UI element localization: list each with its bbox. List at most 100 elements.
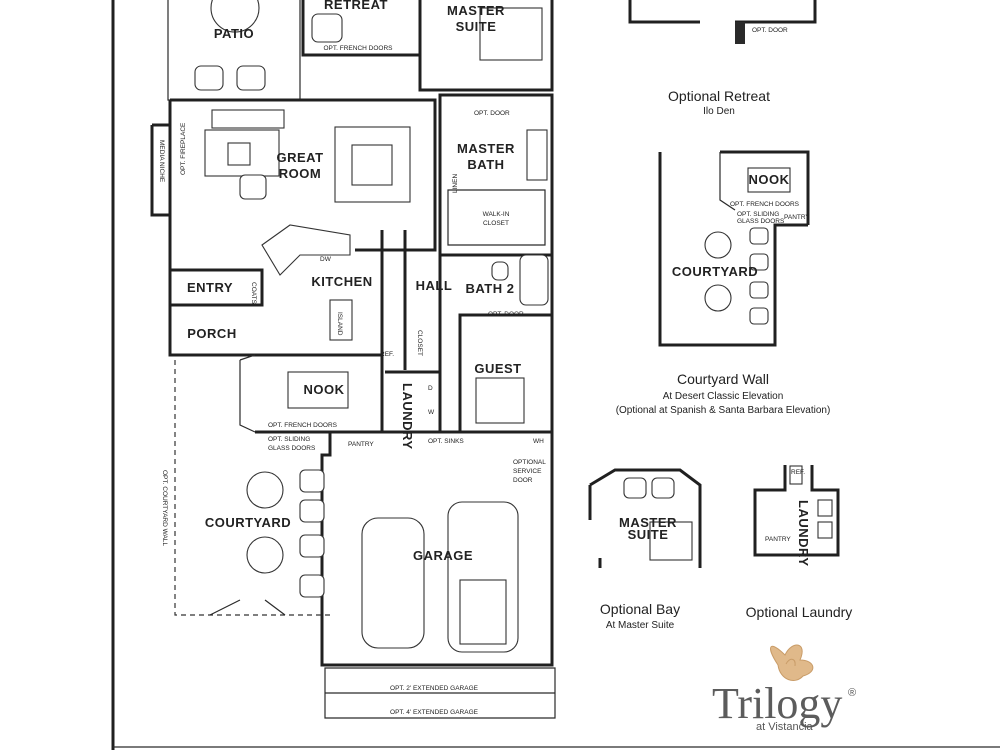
toilet: [491, 261, 509, 281]
note-opt-2-extended: OPT. 2' EXTENDED GARAGE: [390, 685, 479, 692]
courtyard-inset-walls: [658, 152, 808, 347]
courtyard-inset-table: [704, 284, 732, 312]
truck-bed: [459, 579, 507, 645]
nook-bay: [239, 354, 256, 433]
room-labels: PATIO RETREAT MASTER SUITE GREAT ROOM MA…: [187, 0, 521, 563]
bay-inset-chair: [651, 477, 675, 499]
patio-table: [210, 0, 260, 33]
note-wh: WH: [533, 438, 544, 445]
inset-courtyard-sg2: GLASS DOORS: [737, 218, 785, 225]
label-master-bath: MASTER: [457, 141, 515, 156]
courtyard-table: [246, 471, 284, 509]
brand-sub: at Vistancia: [756, 721, 814, 733]
courtyard-wall: [174, 360, 330, 616]
retreat-inset-walls-2: [735, 0, 817, 24]
laundry-inset-dryer: [817, 499, 833, 517]
label-courtyard: COURTYARD: [205, 515, 291, 530]
note-opt-sinks: OPT. SINKS: [428, 438, 464, 445]
courtyard-inset-table: [704, 231, 732, 259]
inset-courtyard-wall: NOOK COURTYARD PANTRY OPT. FRENCH DOORS …: [616, 150, 830, 416]
note-closet-hall: CLOSET: [416, 330, 423, 356]
courtyard-inset-nook-table: [747, 167, 791, 193]
bay-inset-walls: [589, 468, 702, 568]
inset-optional-laundry: REF. LAUNDRY PANTRY Optional Laundry: [746, 465, 852, 620]
courtyard-inset-chair: [749, 227, 769, 245]
brand-logo: Trilogy ® at Vistancia: [712, 644, 856, 733]
laundry-inset-ref: [789, 465, 803, 485]
extended-garage: [324, 667, 556, 719]
retreat-inset-walls: [628, 0, 700, 24]
brand-butterfly-icon: [770, 644, 814, 681]
retreat-inset-column: [735, 22, 745, 44]
note-laundry: LAUNDRY: [400, 383, 415, 450]
kitchen-island: [329, 299, 353, 341]
nook-table: [287, 371, 349, 409]
laundry-inset-walls: [753, 465, 840, 557]
master-bed: [479, 7, 543, 61]
entry-walls: [170, 268, 264, 307]
courtyard-gate: [209, 599, 286, 616]
courtyard-inset-chair: [749, 307, 769, 325]
note-opt-door-top: OPT. DOOR: [752, 27, 788, 34]
note-optional: OPTIONAL: [513, 459, 546, 466]
note-glass-doors: GLASS DOORS: [268, 445, 316, 452]
inset-courtyard-room: COURTYARD: [672, 264, 758, 279]
inset-retreat-sub: Ilo Den: [703, 106, 735, 117]
note-island: ISLAND: [336, 312, 343, 336]
label-master-suite: MASTER: [447, 3, 505, 18]
inset-courtyard-title: Courtyard Wall: [677, 371, 769, 387]
label-nook: NOOK: [304, 382, 345, 397]
inset-bay-room-2: SUITE: [628, 527, 669, 542]
inset-bay-sub: At Master Suite: [606, 620, 675, 631]
inset-courtyard-nook: NOOK: [749, 172, 790, 187]
car: [361, 517, 425, 649]
courtyard-chair: [299, 499, 325, 523]
note-opt-french-doors-top: OPT. FRENCH DOORS: [324, 45, 394, 52]
note-dw: DW: [320, 256, 332, 263]
kitchen-counter: [261, 224, 351, 276]
note-coats: COATS: [250, 282, 257, 305]
inset-optional-bay: MASTER SUITE Optional Bay At Master Suit…: [588, 468, 702, 631]
label-bath2: BATH 2: [466, 281, 515, 296]
courtyard-chair: [299, 469, 325, 493]
shower: [526, 129, 548, 181]
courtyard-table: [246, 536, 284, 574]
label-patio: PATIO: [214, 26, 254, 41]
courtyard-inset-bay: [719, 152, 736, 211]
inset-courtyard-fd: OPT. FRENCH DOORS: [730, 201, 800, 208]
courtyard-inset-chair: [749, 253, 769, 271]
courtyard-inset-chair: [749, 281, 769, 299]
small-notes: OPT. FRENCH DOORS MEDIA NICHE OPT. FIREP…: [158, 27, 788, 716]
note-opt-door-guest: OPT. DOOR: [488, 311, 524, 318]
media-niche: [150, 123, 170, 217]
bathtub: [519, 254, 549, 306]
bay-inset-chair: [623, 477, 647, 499]
great-room-walls: [170, 98, 437, 252]
label-porch: PORCH: [187, 326, 236, 341]
bay-inset-walls-2: [588, 485, 602, 568]
note-pantry: PANTRY: [348, 441, 374, 448]
walk-in-closet: [447, 189, 546, 246]
inset-courtyard-sub1: At Desert Classic Elevation: [663, 391, 784, 402]
hall-walls: [380, 230, 407, 370]
inset-laundry-room: LAUNDRY: [796, 500, 811, 567]
inset-bay-title: Optional Bay: [600, 601, 680, 617]
master-suite-walls: [418, 0, 554, 92]
inset-courtyard-sg1: OPT. SLIDING: [737, 211, 779, 218]
note-closet: CLOSET: [483, 220, 509, 227]
label-kitchen: KITCHEN: [311, 274, 372, 289]
porch-walls: [168, 305, 262, 357]
guest-bed: [475, 377, 525, 424]
patio-chair: [194, 65, 224, 91]
label-great-room-2: ROOM: [279, 166, 321, 181]
note-refr: REF.: [380, 351, 394, 358]
bay-inset-bed: [649, 521, 693, 561]
inset-courtyard-pantry: PANTRY: [784, 214, 810, 221]
inset-laundry-pantry: PANTRY: [765, 536, 791, 543]
main-plan: [150, 0, 556, 719]
note-opt-french-doors-nook: OPT. FRENCH DOORS: [268, 422, 338, 429]
note-opt-fireplace: OPT. FIREPLACE: [180, 122, 187, 175]
note-d: D: [428, 385, 433, 392]
note-service: SERVICE: [513, 468, 542, 475]
